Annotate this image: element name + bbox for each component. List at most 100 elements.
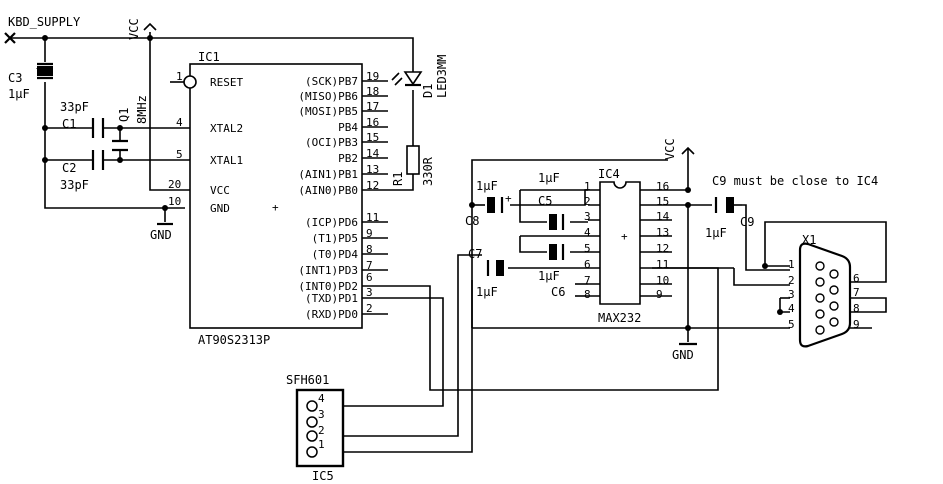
x1-pin-number: 5 bbox=[788, 318, 795, 331]
led-d1: D1 LED3MM bbox=[391, 55, 449, 98]
x1-pin-number: 7 bbox=[853, 286, 860, 299]
ic1-pin-name: (OCI)PB3 bbox=[305, 136, 358, 149]
reset-inversion-icon bbox=[183, 75, 197, 89]
ic4-pin-number: 2 bbox=[584, 195, 591, 208]
ic1-pin-name: (TXD)PD1 bbox=[305, 292, 358, 305]
vcc-symbol-top: VCC bbox=[127, 18, 157, 40]
ic1-pin-number: 13 bbox=[366, 163, 379, 176]
capacitor-c5: 1µF C5 bbox=[538, 171, 565, 230]
db9-connector-icon bbox=[798, 242, 852, 348]
capacitor-c2: C2 33pF bbox=[60, 150, 105, 192]
ic5-body bbox=[295, 388, 345, 468]
x1-pin-number: 6 bbox=[853, 272, 860, 285]
c9-ref: C9 bbox=[740, 215, 754, 229]
c7-ref: C7 bbox=[468, 247, 482, 261]
wires bbox=[10, 32, 887, 453]
c2-value: 33pF bbox=[60, 178, 89, 192]
ic1-pin-number: 14 bbox=[366, 147, 380, 160]
ic1-pin-name: (INT0)PD2 bbox=[298, 280, 358, 293]
ic1-pin-number: 4 bbox=[176, 116, 183, 129]
ic5-pin-number: 2 bbox=[318, 424, 325, 437]
ic4-pin-number: 5 bbox=[584, 242, 591, 255]
ic1-ref: IC1 bbox=[198, 50, 220, 64]
capacitor-c7: C7 1µF bbox=[468, 247, 504, 299]
c6-value: 1µF bbox=[538, 269, 560, 283]
ic1-pin-name: (AIN1)PB1 bbox=[298, 168, 358, 181]
ic1-pin-number: 16 bbox=[366, 116, 379, 129]
ic1-pin-number: 12 bbox=[366, 179, 379, 192]
ic1-pin-name: XTAL1 bbox=[210, 154, 243, 167]
ic4-pin-number: 10 bbox=[656, 274, 669, 287]
ic4-pin-number: 16 bbox=[656, 180, 669, 193]
capacitor-c1-icon bbox=[91, 118, 105, 138]
ic1-pin-number: 15 bbox=[366, 131, 379, 144]
x1-ref: X1 bbox=[802, 233, 816, 247]
ic1-pin-name: RESET bbox=[210, 76, 243, 89]
r1-ref: R1 bbox=[391, 172, 405, 186]
x1-pin-number: 1 bbox=[788, 258, 795, 271]
gnd-label-ic1: GND bbox=[150, 228, 172, 242]
ic5-pin-number: 4 bbox=[318, 392, 325, 405]
x1-pin-number: 2 bbox=[788, 274, 795, 287]
ic1-pin-number: 20 bbox=[168, 178, 181, 191]
capacitor-c1: 33pF C1 bbox=[60, 100, 105, 138]
c1-ref: C1 bbox=[62, 117, 76, 131]
c7-value: 1µF bbox=[476, 285, 498, 299]
ic1-center-mark: + bbox=[272, 201, 279, 214]
ic1-pin-name: (MISO)PB6 bbox=[298, 90, 358, 103]
ic1-pin-number: 17 bbox=[366, 100, 379, 113]
resistor-r1: R1 330R bbox=[391, 145, 435, 186]
ic4-body bbox=[599, 181, 641, 305]
ic1-pin-name: VCC bbox=[210, 184, 230, 197]
ic1-pin-name: PB4 bbox=[338, 121, 358, 134]
x1-pin-number: 3 bbox=[788, 288, 795, 301]
kbd-supply-net: KBD_SUPPLY bbox=[4, 15, 81, 44]
capacitor-c9: 1µF C9 C9 must be close to IC4 bbox=[705, 174, 878, 240]
ic4-pin-number: 3 bbox=[584, 210, 591, 223]
resistor-icon bbox=[406, 145, 420, 175]
ic4-pin-number: 13 bbox=[656, 226, 669, 239]
ic1-pin-name: (AIN0)PB0 bbox=[298, 184, 358, 197]
c5-ref: C5 bbox=[538, 194, 552, 208]
c3-ref: C3 bbox=[8, 71, 22, 85]
ic4-ref: IC4 bbox=[598, 167, 620, 181]
ic1-pin-name: XTAL2 bbox=[210, 122, 243, 135]
ic1-pin-name: GND bbox=[210, 202, 230, 215]
ic1-pin-number: 8 bbox=[366, 243, 373, 256]
crystal-q1: Q1 8MHz bbox=[112, 95, 149, 152]
ic1-part: AT90S2313P bbox=[198, 333, 270, 347]
c1-value: 33pF bbox=[60, 100, 89, 114]
ic5: SFH601 IC5 4 3 2 1 bbox=[286, 373, 345, 483]
ic1-pin-name: (MOSI)PB5 bbox=[298, 105, 358, 118]
d1-ref: D1 bbox=[421, 84, 435, 98]
ic4-pin-number: 8 bbox=[584, 288, 591, 301]
ic1: IC1 AT90S2313P + RESET XTAL2 XTAL1 VCC G… bbox=[168, 50, 380, 347]
ic4-pin-number: 14 bbox=[656, 210, 670, 223]
ic5-part: SFH601 bbox=[286, 373, 329, 387]
ic4-pin-number: 7 bbox=[584, 274, 591, 287]
q1-value: 8MHz bbox=[135, 95, 149, 124]
ic1-pin-name: (RXD)PD0 bbox=[305, 308, 358, 321]
ic1-pin-number: 11 bbox=[366, 211, 379, 224]
ic4-pin-number: 1 bbox=[584, 180, 591, 193]
ic4-part: MAX232 bbox=[598, 311, 641, 325]
ic1-pin-number: 1 bbox=[176, 70, 183, 83]
kbd-supply-label: KBD_SUPPLY bbox=[8, 15, 81, 29]
c9-value: 1µF bbox=[705, 226, 727, 240]
vcc-arrow-icon bbox=[681, 146, 695, 155]
d1-value: LED3MM bbox=[435, 55, 449, 98]
capacitor-c3: + C3 1µF bbox=[8, 62, 53, 101]
x1-pin-number: 8 bbox=[853, 302, 860, 315]
ic1-pin-number: 2 bbox=[366, 302, 373, 315]
c5-value: 1µF bbox=[538, 171, 560, 185]
ic4-pin-number: 15 bbox=[656, 195, 669, 208]
c8-ref: C8 bbox=[465, 214, 479, 228]
ic5-ref: IC5 bbox=[312, 469, 334, 483]
led-icon bbox=[403, 71, 423, 86]
ic1-pin-name: (T0)PD4 bbox=[312, 248, 359, 261]
ic4-pin-number: 11 bbox=[656, 258, 669, 271]
c9-note: C9 must be close to IC4 bbox=[712, 174, 878, 188]
ic1-pin-number: 3 bbox=[366, 286, 373, 299]
ic1-pin-number: 9 bbox=[366, 227, 373, 240]
gnd-symbol-max: GND bbox=[672, 342, 697, 362]
